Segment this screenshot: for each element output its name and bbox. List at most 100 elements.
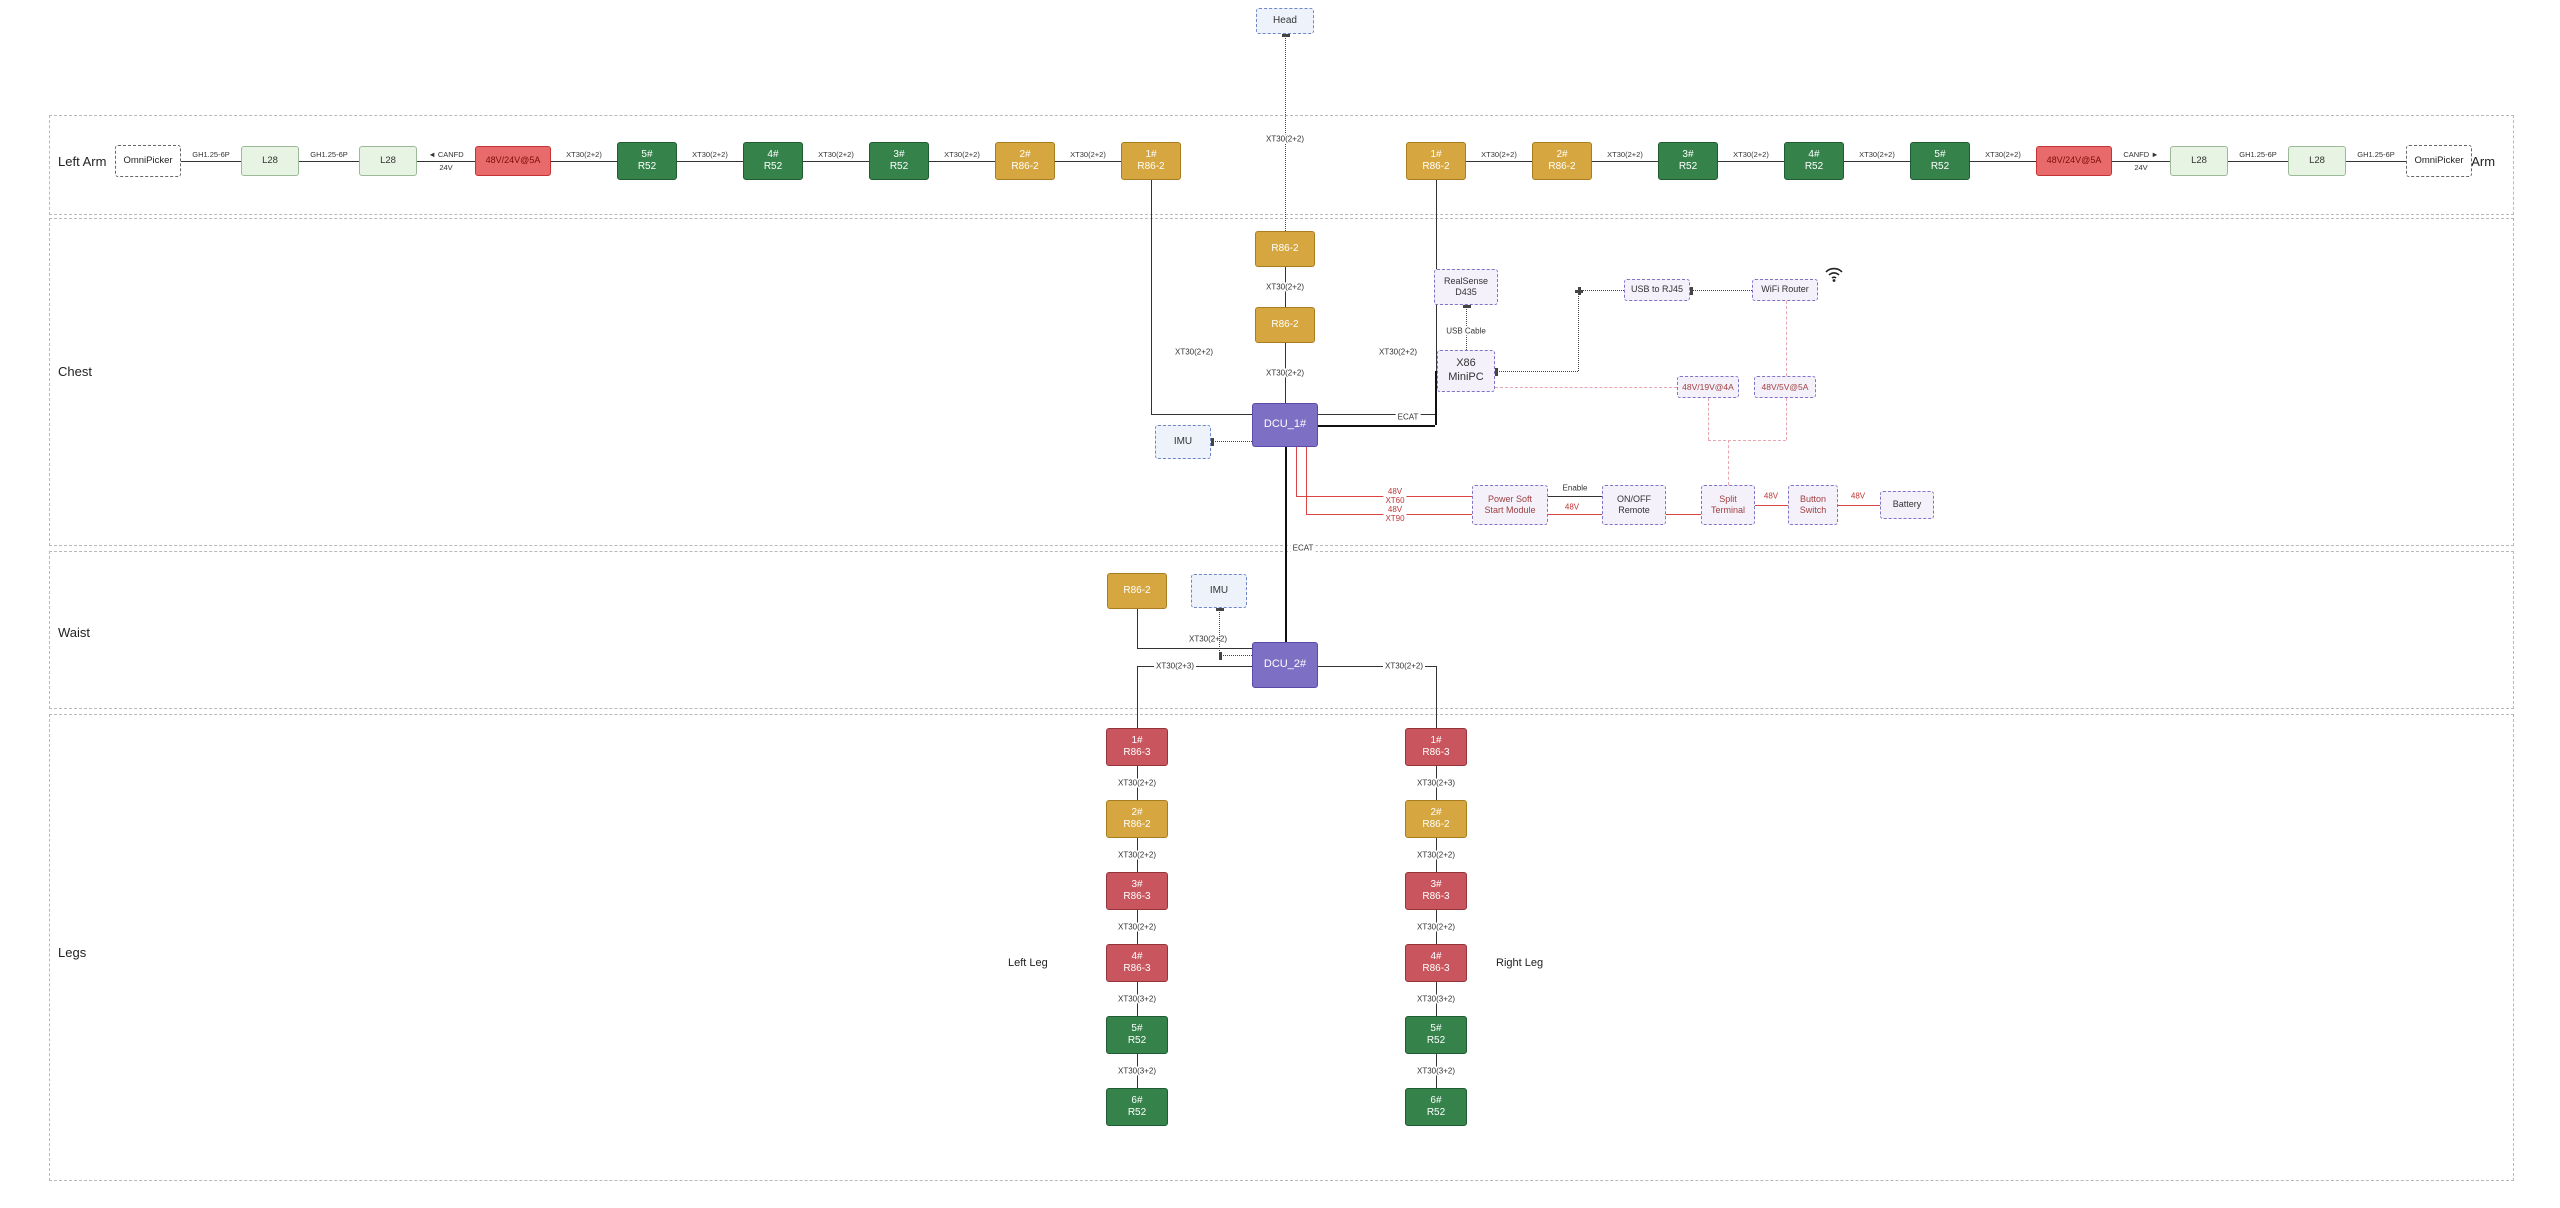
left-l28-node-1: L28 (241, 146, 299, 176)
psu-19v-node: 48V/19V@4A (1677, 376, 1739, 398)
power-wire-48v (1306, 447, 1307, 514)
left-arm-conn-xt: XT30(2+2) (1055, 142, 1121, 180)
power-wire-pink (1786, 301, 1787, 376)
right-leg-conn-1: XT30(2+3) (1405, 766, 1467, 800)
right-leg-conn-4: XT30(3+2) (1405, 982, 1467, 1016)
right-gripper-node: OmniPicker (2406, 145, 2472, 177)
left-gripper-node: OmniPicker (115, 145, 181, 177)
left-arm-conn-xt: XT30(2+2) (551, 142, 617, 180)
right-leg-link-label: XT30(2+2) (1382, 661, 1426, 671)
left-arm-psu-node: 48V/24V@5A (475, 146, 551, 176)
left-leg-conn-2: XT30(2+2) (1106, 838, 1168, 872)
left-leg-conn-3: XT30(2+2) (1106, 910, 1168, 944)
enable-wire (1548, 496, 1602, 497)
canfd-label: ◄ CANFD (428, 150, 464, 159)
chest-motor-2-node: R86-2 (1255, 307, 1315, 343)
right-arm-motor-2: 2# R86-2 (1532, 142, 1592, 180)
right-l28-node-1: L28 (2170, 146, 2228, 176)
power-wire-48v (1755, 505, 1788, 506)
ecat-spine-label: ECAT (1290, 543, 1316, 553)
realsense-node: RealSense D435 (1434, 269, 1498, 305)
left-arm-conn-xt: XT30(2+2) (677, 142, 743, 180)
ecat-label: ECAT (1395, 412, 1421, 422)
right-leg-chain: 1# R86-3 XT30(2+3) 2# R86-2 XT30(2+2) 3#… (1405, 728, 1467, 1126)
wifi-router-node: WiFi Router (1752, 279, 1818, 301)
right-arm-conn-xt: XT30(2+2) (1718, 142, 1784, 180)
chest-conn-2-label: XT30(2+2) (1263, 368, 1307, 378)
right-leg-conn-3: XT30(2+2) (1405, 910, 1467, 944)
left-arm-motor-5: 5# R52 (617, 142, 677, 180)
left-leg-link-label: XT30(2+3) (1153, 661, 1197, 671)
left-arm-conn-xt: XT30(2+2) (929, 142, 995, 180)
chest-motor-1-node: R86-2 (1255, 231, 1315, 267)
right-leg-motor-2: 2# R86-2 (1405, 800, 1467, 838)
ecat-wire (1318, 425, 1435, 427)
power-48v-label-b: 48V (1761, 491, 1781, 501)
imu-wire (1219, 608, 1220, 655)
dcu2-node: DCU_2# (1252, 642, 1318, 688)
usb-rj45-node: USB to RJ45 (1624, 279, 1690, 301)
psu-5v-node: 48V/5V@5A (1754, 376, 1816, 398)
right-leg-motor-5: 5# R52 (1405, 1016, 1467, 1054)
network-wire (1690, 290, 1752, 291)
right-arm-motor-5: 5# R52 (1910, 142, 1970, 180)
left-leg-wire (1137, 666, 1138, 728)
left-leg-motor-3: 3# R86-3 (1106, 872, 1168, 910)
left-arm-drop-wire (1151, 414, 1252, 415)
right-arm-conn-xt: XT30(2+2) (1466, 142, 1532, 180)
canfd-label: CANFD ► (2123, 150, 2159, 159)
24v-label: 24V (2134, 163, 2148, 172)
left-leg-motor-4: 4# R86-3 (1106, 944, 1168, 982)
left-arm-chain: OmniPicker GH1.25-6P L28 GH1.25-6P L28 ◄… (115, 142, 1181, 180)
head-connector-label: XT30(2+2) (1263, 134, 1307, 144)
right-arm-motor-3: 3# R52 (1658, 142, 1718, 180)
power-48v-label-c: 48V (1848, 491, 1868, 501)
xt60-label: 48V XT60 (1383, 486, 1407, 506)
left-leg-label: Left Leg (1008, 957, 1048, 969)
x86-minipc-node: X86 MiniPC (1437, 350, 1495, 392)
arms-section-frame (49, 115, 2514, 215)
left-leg-conn-1: XT30(2+2) (1106, 766, 1168, 800)
right-arm-motor-4: 4# R52 (1784, 142, 1844, 180)
wire (1137, 648, 1252, 649)
ecat-spine-wire (1285, 447, 1287, 642)
legs-section-label: Legs (58, 945, 87, 960)
power-wire-pink (1728, 440, 1729, 485)
left-arm-section-label: Left Arm (58, 154, 107, 169)
right-arm-conn-gh1: GH1.25-6P (2228, 142, 2288, 180)
usb-cable-label: USB Cable (1444, 326, 1488, 336)
network-wire (1578, 290, 1624, 291)
right-arm-conn-xt: XT30(2+2) (1970, 142, 2036, 180)
imu-wire (1219, 655, 1252, 656)
right-leg-conn-5: XT30(3+2) (1405, 1054, 1467, 1088)
left-l28-node-2: L28 (359, 146, 417, 176)
left-arm-motor-2: 2# R86-2 (995, 142, 1055, 180)
soft-start-node: Power Soft Start Module (1472, 485, 1548, 525)
right-arm-drop-wire (1318, 414, 1436, 415)
left-arm-dcu-link-label: XT30(2+2) (1172, 347, 1216, 357)
chest-imu-node: IMU (1155, 425, 1211, 459)
legs-section-frame (49, 714, 2514, 1181)
power-48v-label-a: 48V (1562, 502, 1582, 512)
chest-section-frame (49, 218, 2514, 546)
split-terminal-node: Split Terminal (1701, 485, 1755, 525)
right-arm-conn-canfd: CANFD ► 24V (2112, 142, 2170, 180)
right-leg-motor-3: 3# R86-3 (1405, 872, 1467, 910)
waist-motor-link-label: XT30(2+2) (1186, 634, 1230, 644)
left-arm-conn-canfd: ◄ CANFD 24V (417, 142, 475, 180)
network-wire (1495, 371, 1578, 372)
power-wire-pink (1708, 440, 1786, 441)
right-arm-dcu-link-label: XT30(2+2) (1376, 347, 1420, 357)
right-arm-motor-1: 1# R86-2 (1406, 142, 1466, 180)
xt90-label: 48V XT90 (1383, 504, 1407, 524)
dcu1-node: DCU_1# (1252, 403, 1318, 447)
left-arm-conn-xt: XT30(2+2) (803, 142, 869, 180)
right-leg-label: Right Leg (1496, 957, 1544, 969)
right-arm-conn-gh2: GH1.25-6P (2346, 142, 2406, 180)
right-leg-motor-1: 1# R86-3 (1405, 728, 1467, 766)
enable-label: Enable (1560, 483, 1590, 493)
button-switch-node: Button Switch (1788, 485, 1838, 525)
left-leg-conn-5: XT30(3+2) (1106, 1054, 1168, 1088)
24v-label: 24V (439, 163, 453, 172)
